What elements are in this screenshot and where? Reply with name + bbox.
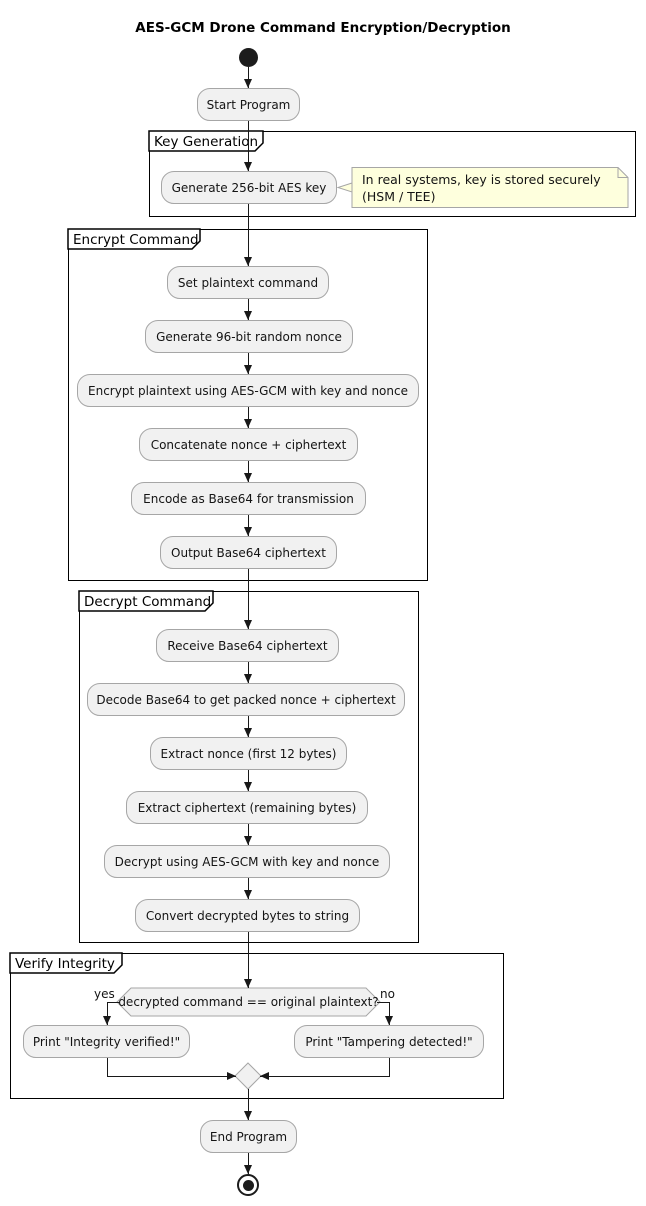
partition-decrypt-command xyxy=(79,591,419,943)
flow-line xyxy=(260,1076,389,1077)
arrowhead-down-icon xyxy=(244,620,252,629)
flow-line xyxy=(107,1058,108,1077)
flow-line xyxy=(248,932,249,988)
flow-line xyxy=(248,662,249,683)
arrowhead-down-icon xyxy=(385,1016,393,1025)
partition-tab-encrypt-command xyxy=(67,228,201,250)
arrowhead-down-icon xyxy=(244,527,252,536)
activity-decode-base64: Decode Base64 to get packed nonce + ciph… xyxy=(87,683,405,716)
arrowhead-down-icon xyxy=(244,473,252,482)
flow-line xyxy=(248,353,249,374)
partition-tab-key-generation xyxy=(148,130,264,152)
flow-line xyxy=(107,1002,120,1003)
start-node-icon xyxy=(239,48,258,67)
partition-label-encrypt-command: Encrypt Command xyxy=(73,232,199,248)
flow-line xyxy=(248,716,249,737)
activity-convert-bytes: Convert decrypted bytes to string xyxy=(135,899,360,932)
arrowhead-down-icon xyxy=(244,979,252,988)
arrowhead-down-icon xyxy=(244,311,252,320)
flow-line xyxy=(248,204,249,266)
partition-label-verify-integrity: Verify Integrity xyxy=(15,956,115,972)
activity-decrypt-aesgcm: Decrypt using AES-GCM with key and nonce xyxy=(104,845,390,878)
partition-key-generation xyxy=(149,131,636,217)
partition-tab-verify-integrity xyxy=(9,952,123,974)
flow-line xyxy=(248,1089,249,1120)
activity-generate-key: Generate 256-bit AES key xyxy=(161,171,337,204)
partition-tab-decrypt-command xyxy=(78,590,214,612)
flow-line xyxy=(248,824,249,845)
activity-encode-base64: Encode as Base64 for transmission xyxy=(131,482,366,515)
end-node-center xyxy=(242,1179,254,1191)
arrowhead-down-icon xyxy=(244,1111,252,1120)
arrowhead-down-icon xyxy=(244,836,252,845)
flow-line xyxy=(248,569,249,629)
activity-encrypt-plaintext: Encrypt plaintext using AES-GCM with key… xyxy=(77,374,419,407)
partition-verify-integrity xyxy=(10,953,504,1099)
note-shape xyxy=(336,167,629,208)
activity-set-plaintext: Set plaintext command xyxy=(167,266,329,299)
activity-output-base64: Output Base64 ciphertext xyxy=(160,536,337,569)
arrowhead-down-icon xyxy=(244,890,252,899)
arrowhead-down-icon xyxy=(244,782,252,791)
flow-line xyxy=(248,299,249,320)
activity-extract-nonce: Extract nonce (first 12 bytes) xyxy=(150,737,347,770)
partition-label-key-generation: Key Generation xyxy=(154,134,259,150)
activity-print-verified: Print "Integrity verified!" xyxy=(23,1025,190,1058)
arrowhead-down-icon xyxy=(244,257,252,266)
arrowhead-down-icon xyxy=(244,674,252,683)
flow-line xyxy=(389,1002,390,1025)
arrowhead-down-icon xyxy=(244,365,252,374)
arrowhead-down-icon xyxy=(244,1165,252,1174)
activity-end-program: End Program xyxy=(200,1120,297,1153)
flow-line xyxy=(248,407,249,428)
note-key-storage: In real systems, key is stored securely … xyxy=(362,172,601,204)
activity-start-program: Start Program xyxy=(197,88,300,121)
flow-line xyxy=(248,121,249,171)
activity-receive-base64: Receive Base64 ciphertext xyxy=(156,629,339,662)
flow-line xyxy=(248,878,249,899)
flow-line xyxy=(248,461,249,482)
partition-label-decrypt-command: Decrypt Command xyxy=(84,594,212,610)
flow-line xyxy=(389,1058,390,1077)
activity-print-tampering: Print "Tampering detected!" xyxy=(294,1025,484,1058)
branch-no-label: no xyxy=(380,987,395,1001)
arrowhead-down-icon xyxy=(103,1016,111,1025)
flow-line xyxy=(107,1002,108,1025)
arrowhead-down-icon xyxy=(244,162,252,171)
flow-line xyxy=(248,1153,249,1174)
activity-generate-nonce: Generate 96-bit random nonce xyxy=(145,320,353,353)
flow-line xyxy=(107,1076,236,1077)
branch-yes-label: yes xyxy=(94,987,115,1001)
arrowhead-down-icon xyxy=(244,728,252,737)
activity-extract-ciphertext: Extract ciphertext (remaining bytes) xyxy=(126,791,368,824)
flow-line xyxy=(248,770,249,791)
diagram-title: AES-GCM Drone Command Encryption/Decrypt… xyxy=(135,20,511,36)
activity-concatenate: Concatenate nonce + ciphertext xyxy=(139,428,358,461)
decision-label: decrypted command == original plaintext? xyxy=(118,995,379,1009)
arrowhead-down-icon xyxy=(244,79,252,88)
flow-line xyxy=(248,515,249,536)
arrowhead-right-icon xyxy=(227,1072,236,1080)
flow-line xyxy=(377,1002,389,1003)
arrowhead-down-icon xyxy=(244,419,252,428)
flow-line xyxy=(248,67,249,88)
merge-diamond xyxy=(234,1062,262,1090)
arrowhead-left-icon xyxy=(260,1072,269,1080)
